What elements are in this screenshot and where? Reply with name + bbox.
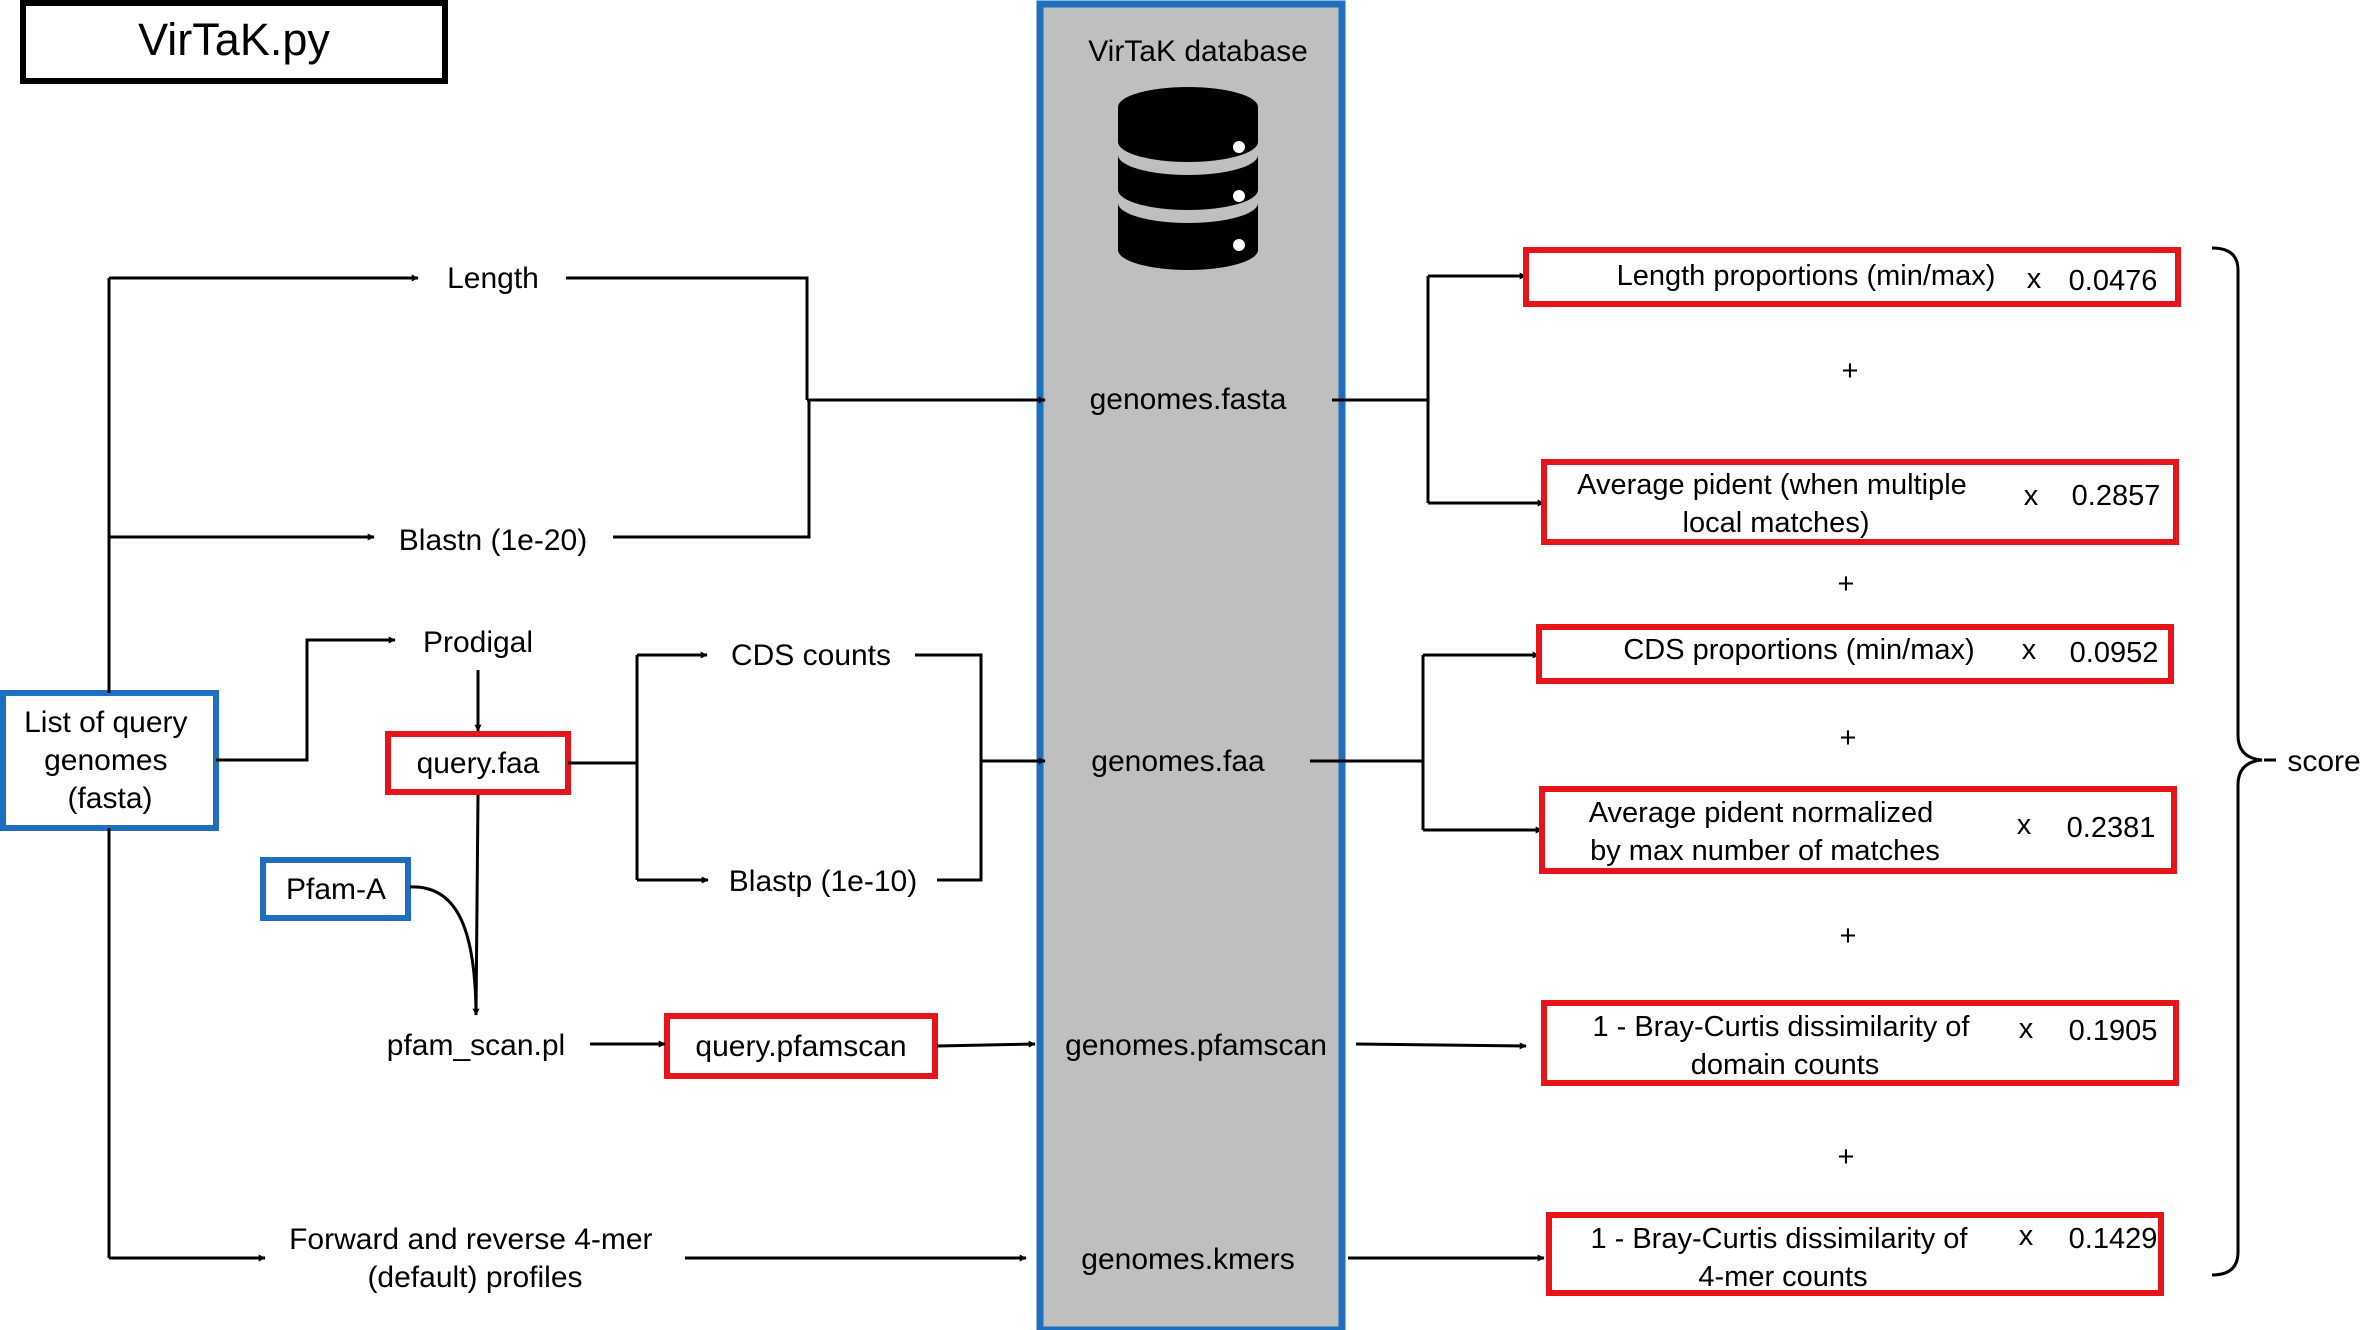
metric-5: 1 - Bray-Curtis dissimilarity of 4-mer c…	[1546, 1212, 2164, 1296]
score-label: score	[2287, 745, 2360, 778]
svg-text:0.2857: 0.2857	[2072, 480, 2161, 512]
metric-2: CDS proportions (min/max) x 0.0952	[1536, 624, 2174, 684]
connectors	[107, 246, 2276, 1277]
plus-sign: +	[1838, 1141, 1855, 1173]
query-pfamscan-box	[664, 1013, 938, 1079]
step-length: Length	[447, 262, 539, 295]
svg-text:x: x	[2019, 1220, 2034, 1252]
metric-0: Length proportions (min/max) x 0.0476	[1523, 247, 2181, 307]
svg-text:x: x	[2024, 480, 2039, 512]
metric-1: Average pident (when multiple local matc…	[1541, 459, 2179, 545]
svg-text:1 - Bray-Curtis dissimilarity: 1 - Bray-Curtis dissimilarity of 4-mer c…	[1590, 1223, 1975, 1293]
svg-text:x: x	[2027, 263, 2042, 295]
pfam-a-label: Pfam-A	[286, 873, 386, 906]
metric-3: Average pident normalized by max number …	[1539, 786, 2177, 874]
plus-sign: +	[1842, 355, 1859, 387]
query-faa-label: query.faa	[417, 747, 540, 780]
step-blastn: Blastn (1e-20)	[399, 524, 587, 557]
step-cds-counts: CDS counts	[731, 639, 891, 672]
title-text: VirTaK.py	[138, 14, 330, 65]
query-genomes-label: List of query genomes (fasta)	[24, 706, 196, 815]
plus-sign: +	[1840, 722, 1857, 754]
db-file-kmers: genomes.kmers	[1081, 1243, 1294, 1276]
step-prodigal: Prodigal	[423, 626, 533, 659]
title-box	[20, 0, 448, 84]
step-kmer-profiles: Forward and reverse 4-mer (default) prof…	[289, 1223, 661, 1294]
svg-text:0.1429: 0.1429	[2069, 1223, 2158, 1255]
plus-sign: +	[1840, 920, 1857, 952]
svg-text:Average pident normalized: Average pident normalized by max number …	[1589, 797, 1942, 867]
svg-text:Length proportions (min/max): Length proportions (min/max)	[1617, 260, 1996, 292]
step-blastp: Blastp (1e-10)	[729, 865, 917, 898]
pfam-a-box	[260, 857, 411, 921]
metric-4: 1 - Bray-Curtis dissimilarity of domain …	[1541, 1000, 2179, 1086]
db-file-fasta: genomes.fasta	[1090, 383, 1287, 416]
svg-text:0.2381: 0.2381	[2067, 812, 2156, 844]
svg-text:Average pident (when multiple: Average pident (when multiple local matc…	[1577, 469, 1975, 539]
svg-text:0.0952: 0.0952	[2070, 637, 2159, 669]
query-faa-box	[385, 731, 571, 795]
svg-text:x: x	[2022, 634, 2037, 666]
query-pfamscan-label: query.pfamscan	[695, 1030, 906, 1063]
svg-text:x: x	[2019, 1013, 2034, 1045]
plus-sign: +	[1838, 568, 1855, 600]
database-label: VirTaK database	[1088, 35, 1308, 68]
svg-text:CDS proportions (min/max): CDS proportions (min/max)	[1623, 634, 1974, 666]
database-icon	[1118, 87, 1258, 270]
db-file-faa: genomes.faa	[1091, 745, 1265, 778]
svg-text:0.0476: 0.0476	[2069, 265, 2158, 297]
svg-text:x: x	[2017, 809, 2032, 841]
svg-text:1 - Bray-Curtis dissimilarity: 1 - Bray-Curtis dissimilarity of domain …	[1592, 1011, 1977, 1081]
db-file-pfamscan: genomes.pfamscan	[1065, 1029, 1327, 1062]
svg-text:0.1905: 0.1905	[2069, 1015, 2158, 1047]
step-pfam-scan: pfam_scan.pl	[387, 1029, 565, 1062]
